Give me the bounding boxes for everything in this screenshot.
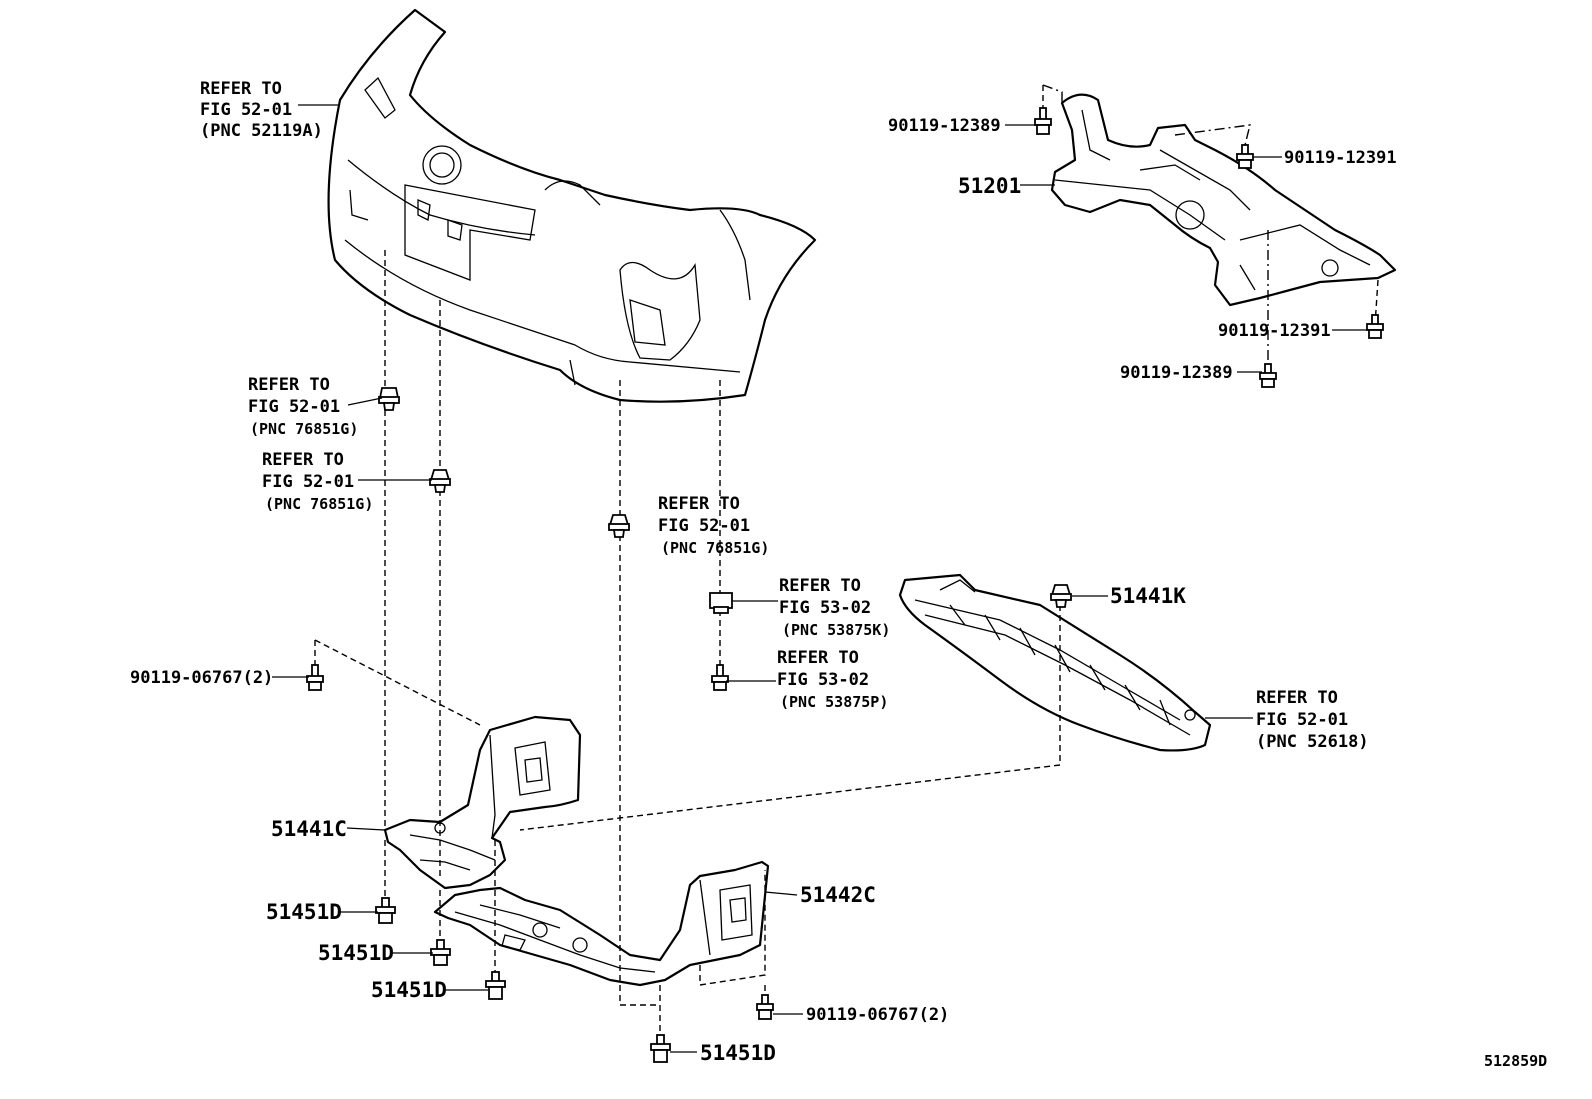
left-splash-shield[interactable] xyxy=(383,715,582,890)
bolt-51451d-3-label: 51451D xyxy=(371,978,447,1002)
shield-51442c-label: 51442C xyxy=(800,883,876,907)
bolt-icon[interactable] xyxy=(1366,314,1384,339)
leader-lines xyxy=(272,104,1367,1053)
bolt-icon[interactable] xyxy=(1034,107,1052,135)
clip-ref-4-line-2: FIG 53-02 xyxy=(779,598,871,618)
bolt-icon[interactable] xyxy=(429,469,451,493)
bolt-icon[interactable] xyxy=(756,994,774,1020)
bolt-12389-top-label: 90119-12389 xyxy=(888,116,1001,136)
bumper-ref-line-1: REFER TO xyxy=(200,79,282,99)
clip-ref-1-line-3: (PNC 76851G) xyxy=(250,420,358,438)
bolt-icon[interactable] xyxy=(375,897,396,924)
diagram-id: 512859D xyxy=(1484,1052,1547,1070)
bolt-icon[interactable] xyxy=(650,1034,671,1063)
cover-ref-line-3: (PNC 52618) xyxy=(1256,732,1369,752)
clip-ref-3-line-1: REFER TO xyxy=(658,494,740,514)
bumper-ref-line-2: FIG 52-01 xyxy=(200,100,292,120)
bolt-icon[interactable] xyxy=(711,664,729,691)
clip-ref-2-line-2: FIG 52-01 xyxy=(262,472,354,492)
bolt-51451d-4-label: 51451D xyxy=(700,1041,776,1065)
clip-ref-3-line-3: (PNC 76851G) xyxy=(661,539,769,557)
bolt-icon[interactable] xyxy=(1050,584,1072,608)
bolt-06767-left-label: 90119-06767(2) xyxy=(130,668,273,688)
bolt-icon[interactable] xyxy=(608,514,630,538)
clip-icon[interactable] xyxy=(709,592,733,614)
bolt-12391-bottom-label: 90119-12391 xyxy=(1218,321,1331,341)
cover-ref-line-2: FIG 52-01 xyxy=(1256,710,1348,730)
bolt-icon[interactable] xyxy=(378,387,400,411)
bolt-icon[interactable] xyxy=(306,664,324,691)
labels: REFER TO FIG 52-01 (PNC 52119A) REFER TO… xyxy=(130,79,1547,1070)
bolt-icon[interactable] xyxy=(1236,144,1254,169)
right-splash-shield[interactable] xyxy=(433,860,770,987)
clip-ref-3-line-2: FIG 52-01 xyxy=(658,516,750,536)
bolt-06767-right-label: 90119-06767(2) xyxy=(806,1005,949,1025)
bolt-icon[interactable] xyxy=(1259,363,1277,388)
bolt-12391-top-label: 90119-12391 xyxy=(1284,148,1397,168)
fasteners xyxy=(306,107,1384,1063)
clip-ref-4-line-1: REFER TO xyxy=(779,576,861,596)
cover-ref-line-1: REFER TO xyxy=(1256,688,1338,708)
front-suspension-member[interactable] xyxy=(1050,93,1397,307)
bolt-icon[interactable] xyxy=(485,971,506,1000)
clip-ref-1-line-2: FIG 52-01 xyxy=(248,397,340,417)
bolt-51451d-2-label: 51451D xyxy=(318,941,394,965)
bolt-icon[interactable] xyxy=(430,939,451,966)
clip-ref-4-line-3: (PNC 53875K) xyxy=(782,621,890,639)
clip-ref-2-line-3: (PNC 76851G) xyxy=(265,495,373,513)
bolt-12389-bottom-label: 90119-12389 xyxy=(1120,363,1233,383)
shield-51441c-label: 51441C xyxy=(271,817,347,841)
bumper-ref-line-3: (PNC 52119A) xyxy=(200,121,323,141)
clip-ref-5-line-2: FIG 53-02 xyxy=(777,670,869,690)
clip-ref-2-line-1: REFER TO xyxy=(262,450,344,470)
member-51201-label: 51201 xyxy=(958,174,1021,198)
engine-under-cover[interactable] xyxy=(898,573,1212,752)
clip-51441k-label: 51441K xyxy=(1110,584,1186,608)
clip-ref-1-line-1: REFER TO xyxy=(248,375,330,395)
clip-ref-5-line-3: (PNC 53875P) xyxy=(780,693,888,711)
bolt-51451d-1-label: 51451D xyxy=(266,900,342,924)
clip-ref-5-line-1: REFER TO xyxy=(777,648,859,668)
front-bumper-cover[interactable] xyxy=(327,8,817,403)
assembly-lines xyxy=(314,84,1379,1040)
